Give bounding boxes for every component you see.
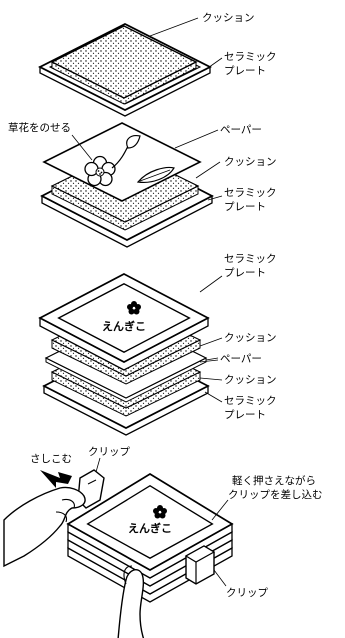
step3-cushion-bottom-label: クッション — [224, 374, 277, 386]
leaf-lower-vein — [139, 169, 171, 182]
step3-stamp-text: えんぎこ — [102, 319, 146, 333]
step1-ceramic-plate-with-cushion — [38, 17, 223, 117]
step2-paper — [42, 122, 202, 202]
step4-stamp-text: えんぎこ — [128, 521, 172, 535]
step4-instruction-line1: 軽く押さえながら — [232, 474, 316, 487]
step3-paper-leader-b — [199, 359, 219, 363]
step2-ceramic-label-line2: プレート — [224, 201, 266, 213]
insert-arrow-icon — [40, 470, 72, 488]
step1-ceramic-label-line2: プレート — [224, 65, 266, 77]
leaf-upper — [126, 135, 141, 149]
step2-paper-leader — [174, 129, 219, 149]
step2-stack — [40, 122, 223, 248]
step1-cushion — [50, 25, 198, 99]
step4-clip-bottom-leader — [213, 569, 227, 587]
step2-plate-leader — [207, 195, 223, 201]
step4-instruction-line2: クリップを差し込む — [228, 488, 323, 501]
clip-right-icon — [184, 545, 216, 585]
step2-place-flowers-label: 草花をのせる — [8, 121, 71, 134]
pressed-flower-icon — [127, 301, 141, 315]
step1-cushion-label: クッション — [202, 12, 255, 24]
left-hand-fingers — [55, 498, 75, 523]
step2-cushion-leader — [195, 161, 221, 179]
step1-cushion-leader — [149, 17, 199, 37]
step3-exploded-stack — [38, 273, 223, 436]
right-hand-thumb — [123, 565, 133, 585]
step2-paper-label: ペーパー — [220, 124, 262, 136]
step4-pressed-flower-icon — [153, 505, 167, 519]
step2-flower-leader — [71, 134, 93, 161]
step3-paper-leader-a — [205, 357, 219, 361]
step1-plate-leader — [204, 57, 223, 71]
step3-cushion-top-label: クッション — [224, 332, 277, 344]
step4-clipping-scene — [3, 457, 234, 638]
step3-window-paper — [57, 283, 191, 353]
step3-bottom-plate-leader — [204, 391, 223, 403]
step4-clip-top-label: クリップ — [88, 446, 130, 458]
step3-bottom-cushion-leader — [199, 377, 223, 381]
step3-ceramic-top-label-line1: セラミック — [224, 253, 277, 265]
step3-paper-label: ペーパー — [220, 353, 262, 365]
right-hand — [117, 569, 145, 638]
step3-ceramic-top-label-line2: プレート — [224, 267, 266, 279]
flower-icon — [84, 155, 116, 187]
step3-ceramic-bottom-label-line2: プレート — [224, 409, 266, 421]
step4-clip-bottom-label: クリップ — [226, 587, 268, 599]
left-hand — [3, 486, 86, 568]
step4-clip-top-leader — [95, 457, 101, 473]
step1-ceramic-label-line1: セラミック — [224, 51, 277, 63]
step4-insert-label: さしこむ — [30, 453, 72, 465]
step2-cushion-label: クッション — [224, 156, 277, 168]
step2-ceramic-label-line1: セラミック — [224, 187, 277, 199]
step3-top-plate-leader — [199, 275, 223, 293]
step4-window-paper — [87, 485, 213, 559]
step4-instruction-leader — [211, 499, 229, 521]
step3-top-cushion-leader — [199, 337, 223, 347]
step3-ceramic-bottom-label-line1: セラミック — [224, 395, 277, 407]
